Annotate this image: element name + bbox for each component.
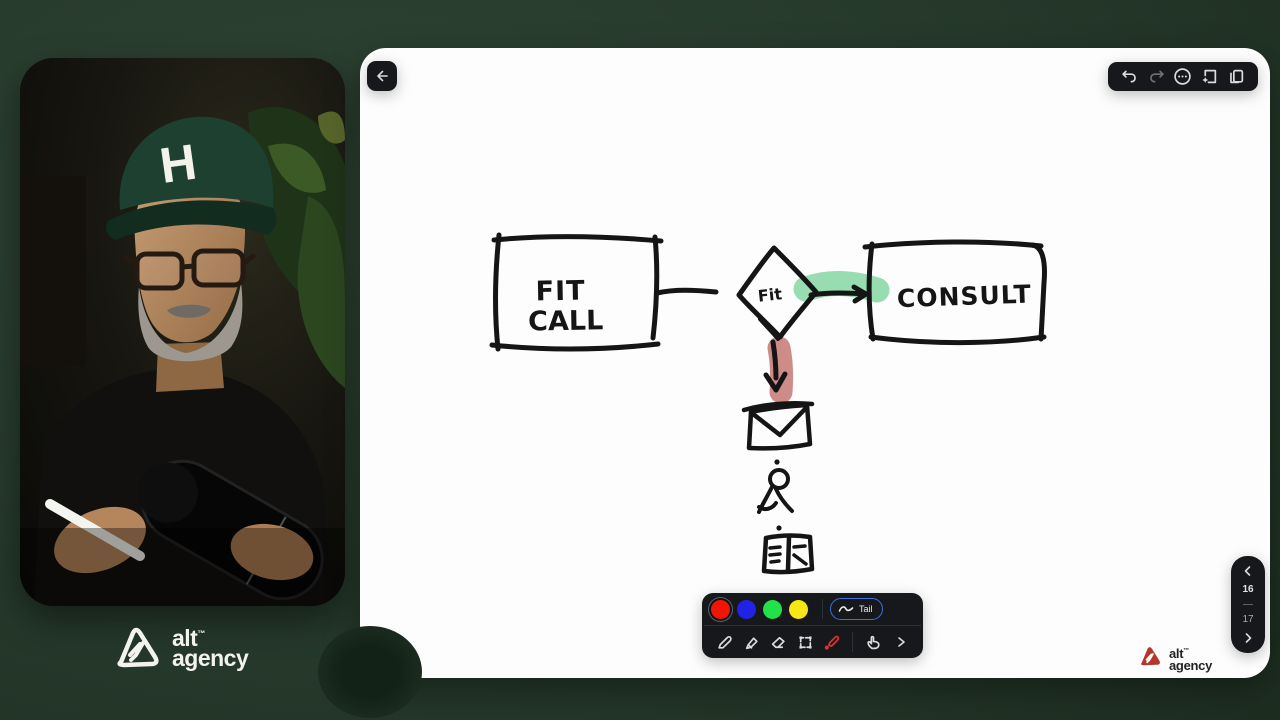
consult-box[interactable]	[862, 239, 1047, 346]
duplicate-page-button[interactable]	[1225, 66, 1247, 88]
connector-line[interactable]	[654, 287, 719, 296]
tools-divider	[852, 632, 854, 652]
brand-logo: alt™ agency	[112, 618, 282, 674]
glasses	[123, 248, 256, 291]
redo-button[interactable]	[1145, 66, 1167, 88]
more-options-icon	[1174, 68, 1192, 85]
new-page-button[interactable]	[1199, 66, 1221, 88]
duplicate-page-icon	[1229, 69, 1243, 84]
tools-row	[702, 626, 923, 658]
color-yellow[interactable]	[789, 599, 808, 619]
brand-word-agency: agency	[172, 645, 249, 671]
pen-tool-button[interactable]	[712, 629, 737, 655]
color-green[interactable]	[763, 599, 782, 619]
highlighter-icon	[745, 636, 758, 649]
tail-style-button[interactable]: Tail	[830, 598, 883, 620]
more-tools-button[interactable]	[888, 629, 913, 655]
more-options-button[interactable]	[1172, 66, 1194, 88]
laser-pointer-tool-button[interactable]	[819, 629, 844, 655]
brand-word-alt: alt	[172, 625, 198, 651]
tail-label: Tail	[859, 604, 873, 614]
eraser-tool-button[interactable]	[766, 629, 791, 655]
stylus	[45, 499, 145, 561]
select-icon	[798, 635, 812, 649]
hand-tool-button[interactable]	[861, 629, 886, 655]
green-cap: H	[106, 116, 277, 240]
new-page-icon	[1202, 69, 1217, 84]
fit-call-label-line2: CALL	[528, 305, 604, 337]
arrow-to-consult[interactable]	[808, 284, 869, 304]
eraser-icon	[771, 636, 785, 648]
color-row: Tail	[702, 593, 923, 625]
undo-button[interactable]	[1119, 66, 1141, 88]
toolbar-row-divider	[704, 625, 921, 626]
red-highlight[interactable]	[767, 336, 794, 404]
watermark-word-alt: alt	[1169, 646, 1184, 661]
watermark-tm: ™	[1183, 648, 1189, 654]
presenter-beard	[138, 282, 243, 362]
select-tool-button[interactable]	[793, 629, 818, 655]
plant-background	[248, 106, 345, 388]
cap-letter: H	[156, 133, 200, 193]
curve-squiggle-icon	[838, 606, 854, 612]
watermark-word-agency: agency	[1169, 658, 1213, 673]
brand-tm: ™	[197, 629, 205, 638]
previous-page-button[interactable]	[1242, 565, 1254, 577]
color-blue[interactable]	[737, 599, 756, 619]
next-page-button[interactable]	[1242, 632, 1254, 644]
watermark-text: alt™ agency	[1169, 645, 1212, 672]
toolbar-divider	[822, 599, 823, 619]
envelope-sketch[interactable]	[741, 401, 815, 451]
page-navigator: 16 17	[1231, 556, 1265, 653]
presenter-video: H	[20, 58, 345, 606]
page-number-divider	[1243, 603, 1253, 606]
shelf-background	[20, 176, 86, 366]
highlighter-tool-button[interactable]	[739, 629, 764, 655]
diamond-label: Fit	[757, 284, 783, 305]
fit-call-label-line1: FIT	[535, 276, 585, 308]
video-vignette	[20, 528, 345, 606]
redo-icon	[1149, 70, 1164, 83]
color-red[interactable]	[711, 599, 730, 619]
brand-logo-text: alt™ agency	[172, 624, 249, 671]
current-page-number: 16	[1242, 583, 1254, 595]
flowchart-sketch: FIT CALL Fit	[489, 232, 1047, 575]
dot-separator-2[interactable]	[776, 525, 782, 531]
history-toolbar	[1108, 62, 1258, 91]
watermark-logo-icon	[1141, 647, 1160, 666]
person-sketch[interactable]	[757, 468, 794, 514]
canvas-watermark: alt™ agency	[1138, 645, 1212, 672]
brand-logo-mark-icon	[117, 627, 159, 668]
chevron-left-icon	[1244, 566, 1251, 576]
whiteboard-canvas[interactable]: FIT CALL Fit	[360, 48, 1270, 678]
calendar-sketch[interactable]	[761, 533, 815, 575]
dot-separator-1[interactable]	[774, 459, 780, 465]
back-button[interactable]	[367, 61, 397, 91]
drawing-toolbar: Tail	[702, 593, 923, 658]
chevron-right-icon	[1245, 633, 1252, 643]
next-page-number: 17	[1242, 614, 1254, 626]
arrow-left-icon	[377, 70, 388, 82]
arrow-down[interactable]	[763, 339, 788, 393]
right-hand	[230, 523, 314, 581]
laser-pointer-icon	[825, 635, 840, 650]
presenter-photo: H	[20, 58, 345, 606]
undo-icon	[1122, 70, 1137, 83]
more-tools-icon	[897, 637, 905, 647]
consult-label: CONSULT	[896, 280, 1032, 314]
hand-icon	[867, 635, 880, 649]
fit-call-box[interactable]	[489, 232, 664, 352]
pen-icon	[718, 635, 732, 649]
